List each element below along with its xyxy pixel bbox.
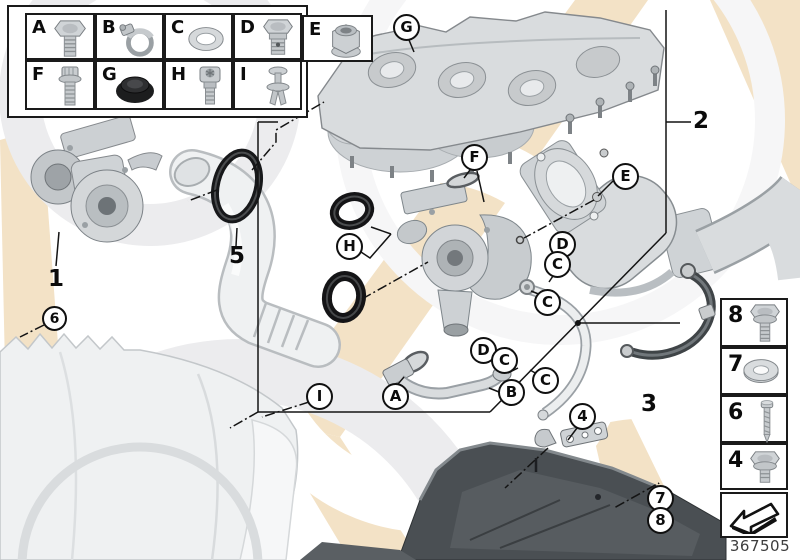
legend-cell-e: E [302,15,373,62]
callout-c: C [532,367,559,394]
short-bolt-icon [750,451,780,483]
callout-c: C [544,251,571,278]
sidebar-label-4: 4 [728,448,744,473]
oil-line-3 [620,263,716,360]
legend-letter-b: B [102,17,116,38]
flange-bolt-icon [58,66,82,106]
banjo-bolt-icon [263,19,293,55]
turbocharger-1 [30,115,163,243]
kit-turbocharger [396,171,532,337]
hex-bolt-icon [54,20,86,57]
legend-cell-a: A [25,13,95,60]
index-number-3: 3 [641,391,658,417]
legend-letter-h: H [171,64,187,85]
sidebar-cell-4: 4 [720,443,788,490]
heat-shield [300,441,727,560]
legend-cell-g: G [95,60,164,110]
callout-b: B [498,379,525,406]
legend-letter-i: I [240,64,247,85]
flange-bolt-icon [750,304,780,342]
leader-lines [19,10,691,509]
sidebar-label-8: 8 [728,303,744,328]
sidebar-cell-8: 8 [720,298,788,347]
callout-c: C [491,347,518,374]
index-number-1: 1 [48,266,65,292]
sealing-ring-icon [188,27,224,51]
washer-icon [743,359,779,383]
rubber-grommet-icon [116,76,154,103]
sidebar-label-7: 7 [728,352,744,377]
valve-cover [317,11,665,151]
expansion-rivet-icon [266,66,290,106]
legend-letter-c: C [171,17,185,38]
callout-h: H [336,233,363,260]
drawing-number: 367505 [729,537,791,555]
callout-8: 8 [647,507,674,534]
sidebar-cell-7: 7 [720,347,788,395]
install-direction-arrow-icon [729,502,780,534]
legend-letter-e: E [309,19,322,40]
air-seal-upper [329,192,375,230]
index-number-2: 2 [693,108,710,134]
air-seal-lower [321,271,367,323]
sidebar-arrow-box [720,492,788,538]
legend-cell-h: H [164,60,233,110]
callout-4: 4 [569,403,596,430]
legend-cell-b: B [95,13,164,60]
long-screw-icon [760,400,774,444]
collar-nut-icon [331,24,361,58]
catalytic-converter [519,140,800,297]
legend-letter-f: F [32,64,45,85]
legend-cell-i: I [233,60,302,110]
legend-letter-g: G [102,64,117,85]
sidebar-label-6: 6 [728,400,744,425]
bracket-4 [534,421,609,448]
callout-g: G [393,14,420,41]
callout-i: I [306,383,333,410]
callout-c: C [534,289,561,316]
callout-f: F [461,144,488,171]
callout-e: E [612,163,639,190]
index-number-5: 5 [229,243,246,269]
legend-cell-d: D [233,13,302,60]
hose-clamp-icon [119,23,154,57]
socket-screw-icon [199,66,221,105]
callout-a: A [382,383,409,410]
legend-letter-a: A [32,17,46,38]
legend-cell-f: F [25,60,95,110]
fan-shroud [0,332,299,560]
callout-6: 6 [42,306,67,331]
intake-hose [169,149,341,368]
legend-cell-c: C [164,13,233,60]
sidebar-cell-6: 6 [720,395,788,444]
legend-letter-d: D [240,17,255,38]
